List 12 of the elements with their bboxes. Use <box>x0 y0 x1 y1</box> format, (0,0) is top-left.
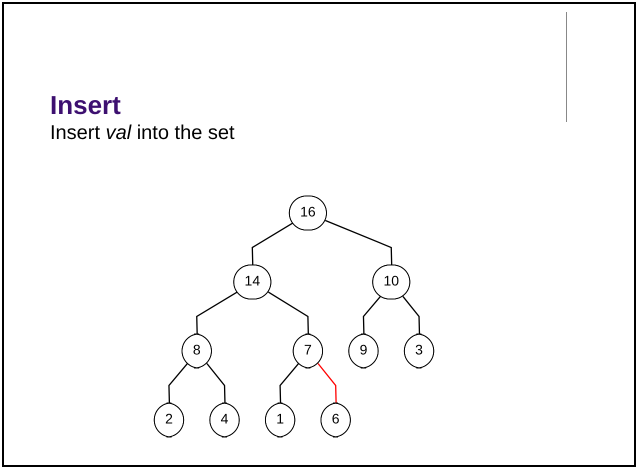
connector <box>402 296 420 334</box>
connector <box>268 292 309 334</box>
connector <box>252 222 294 266</box>
connector <box>196 292 238 334</box>
connector <box>279 363 300 404</box>
connector <box>318 363 337 404</box>
connector <box>168 363 188 404</box>
connector <box>325 220 392 266</box>
connector <box>362 296 381 334</box>
connector <box>206 363 226 404</box>
slide-title: Insert <box>50 90 121 121</box>
subtitle-text: Insert val into the set <box>50 122 235 145</box>
